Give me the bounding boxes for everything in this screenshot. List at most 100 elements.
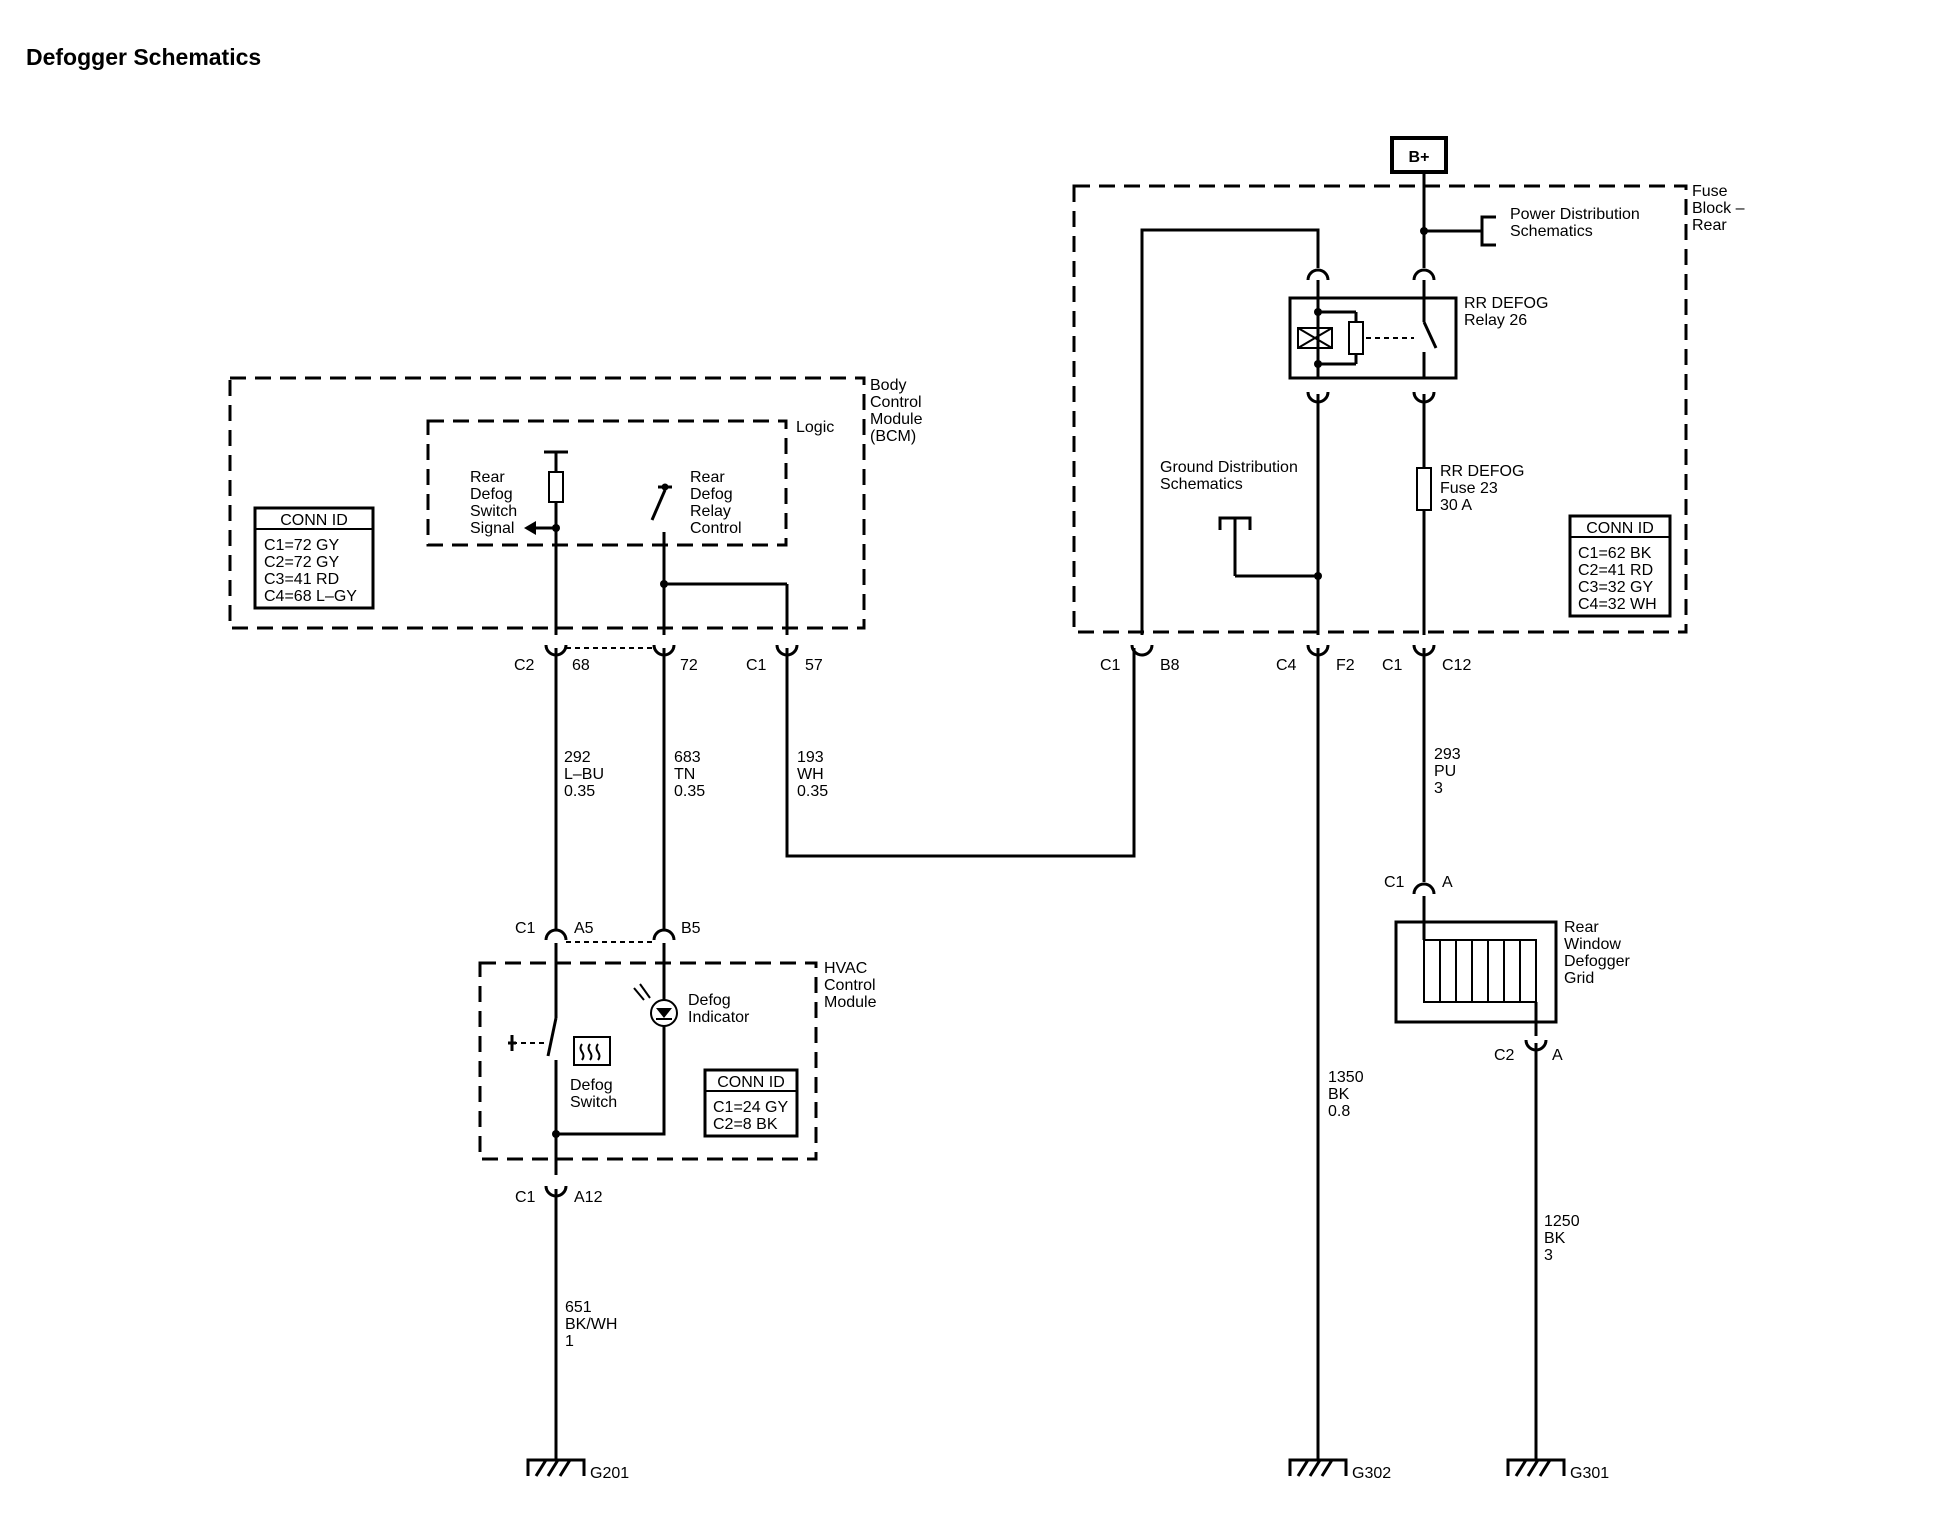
- svg-text:3: 3: [1544, 1247, 1553, 1264]
- svg-text:72: 72: [680, 657, 698, 674]
- svg-text:Defogger: Defogger: [1564, 953, 1630, 970]
- defog-indicator-icon: [552, 943, 678, 1138]
- ground-g301-icon: [1506, 1458, 1566, 1477]
- ground-g302-icon: [1288, 1458, 1348, 1477]
- wire-1350-label: 1350 BK 0.8: [1328, 1069, 1364, 1120]
- svg-text:Relay: Relay: [690, 503, 731, 520]
- bcm-connector-c2-68: C2 68: [514, 644, 590, 674]
- svg-text:CONN ID: CONN ID: [1586, 520, 1654, 537]
- ground-g201-label: G201: [590, 1465, 629, 1482]
- ground-distribution-label: Ground Distribution Schematics: [1160, 459, 1298, 493]
- svg-text:Fuse 23: Fuse 23: [1440, 480, 1498, 497]
- hvac-connector-b5: B5: [652, 920, 701, 941]
- svg-text:F2: F2: [1336, 657, 1355, 674]
- hvac-conn-id-box: CONN ID C1=24 GY C2=8 BK: [703, 1068, 799, 1138]
- svg-text:A5: A5: [574, 920, 594, 937]
- svg-text:Schematics: Schematics: [1160, 476, 1243, 493]
- svg-text:Defog: Defog: [570, 1077, 613, 1094]
- page-title: Defogger Schematics: [26, 44, 262, 70]
- svg-text:CONN ID: CONN ID: [280, 512, 348, 529]
- svg-text:Control: Control: [870, 394, 922, 411]
- svg-text:0.35: 0.35: [674, 783, 705, 800]
- svg-text:C2: C2: [1494, 1047, 1515, 1064]
- svg-text:RR DEFOG: RR DEFOG: [1440, 463, 1524, 480]
- svg-text:Defog: Defog: [688, 992, 731, 1009]
- svg-text:PU: PU: [1434, 763, 1456, 780]
- svg-text:C2=41 RD: C2=41 RD: [1578, 562, 1653, 579]
- svg-text:A12: A12: [574, 1189, 603, 1206]
- svg-text:A: A: [1442, 874, 1453, 891]
- svg-text:Switch: Switch: [570, 1094, 617, 1111]
- svg-text:Block –: Block –: [1692, 200, 1745, 217]
- svg-text:683: 683: [674, 749, 701, 766]
- defog-switch-label: Defog Switch: [570, 1077, 617, 1111]
- svg-text:651: 651: [565, 1299, 592, 1316]
- svg-text:C1: C1: [1382, 657, 1403, 674]
- svg-text:30 A: 30 A: [1440, 497, 1472, 514]
- svg-text:C1=72 GY: C1=72 GY: [264, 537, 339, 554]
- svg-text:C12: C12: [1442, 657, 1471, 674]
- svg-text:Grid: Grid: [1564, 970, 1594, 987]
- bcm-logic-outline: [426, 419, 788, 547]
- svg-text:Ground Distribution: Ground Distribution: [1160, 459, 1298, 476]
- svg-text:L–BU: L–BU: [564, 766, 604, 783]
- svg-text:Fuse: Fuse: [1692, 183, 1728, 200]
- svg-text:C1=24 GY: C1=24 GY: [713, 1099, 788, 1116]
- bcm-connector-72: 72: [652, 644, 698, 674]
- svg-text:193: 193: [797, 749, 824, 766]
- svg-text:RR DEFOG: RR DEFOG: [1464, 295, 1548, 312]
- svg-text:293: 293: [1434, 746, 1461, 763]
- wire-651-label: 651 BK/WH 1: [565, 1299, 617, 1350]
- svg-text:C1: C1: [515, 1189, 536, 1206]
- svg-text:1250: 1250: [1544, 1213, 1580, 1230]
- fuse-block-connector-c1-b8: C1 B8: [1100, 644, 1180, 674]
- ground-g301-label: G301: [1570, 1465, 1609, 1482]
- ground-g201-icon: [526, 1458, 586, 1477]
- wire-193-label: 193 WH 0.35: [797, 749, 828, 800]
- bcm-module-label: Body Control Module (BCM): [870, 377, 923, 445]
- svg-text:Window: Window: [1564, 936, 1621, 953]
- battery-b-plus: B+: [1390, 136, 1448, 174]
- power-distribution-label: Power Distribution Schematics: [1510, 206, 1640, 240]
- rear-defog-relay-control-circuit: [650, 483, 789, 635]
- svg-text:C4=68 L–GY: C4=68 L–GY: [264, 588, 357, 605]
- svg-text:0.35: 0.35: [564, 783, 595, 800]
- svg-text:CONN ID: CONN ID: [717, 1074, 785, 1091]
- defog-switch: [508, 943, 611, 1175]
- ground-g302-label: G302: [1352, 1465, 1391, 1482]
- hvac-module-label: HVAC Control Module: [824, 960, 877, 1011]
- svg-text:TN: TN: [674, 766, 695, 783]
- svg-text:BK/WH: BK/WH: [565, 1316, 617, 1333]
- svg-text:3: 3: [1434, 780, 1443, 797]
- fuse-block-b8-internal-wire: [1140, 228, 1320, 635]
- svg-text:C2: C2: [514, 657, 535, 674]
- rr-defog-fuse-23: [1416, 394, 1432, 635]
- svg-text:Body: Body: [870, 377, 906, 394]
- bcm-module-outline: [228, 376, 866, 630]
- svg-text:68: 68: [572, 657, 590, 674]
- svg-text:Relay 26: Relay 26: [1464, 312, 1527, 329]
- wire-1250-label: 1250 BK 3: [1544, 1213, 1580, 1264]
- svg-text:Defog: Defog: [690, 486, 733, 503]
- rr-defog-relay-26: [1288, 268, 1458, 404]
- svg-text:C1: C1: [1384, 874, 1405, 891]
- rr-defog-fuse-label: RR DEFOG Fuse 23 30 A: [1440, 463, 1524, 514]
- svg-text:Rear: Rear: [1564, 919, 1599, 936]
- svg-text:(BCM): (BCM): [870, 428, 916, 445]
- svg-text:0.35: 0.35: [797, 783, 828, 800]
- grid-connector-c2-a: C2 A: [1494, 1039, 1563, 1064]
- svg-text:0.8: 0.8: [1328, 1103, 1350, 1120]
- svg-text:B8: B8: [1160, 657, 1180, 674]
- fuse-block-conn-id-box: CONN ID C1=62 BK C2=41 RD C3=32 GY C4=32…: [1568, 514, 1672, 618]
- wire-293-label: 293 PU 3: [1434, 746, 1461, 797]
- fuse-block-connector-c4-f2: C4 F2: [1276, 644, 1355, 674]
- svg-text:C4=32 WH: C4=32 WH: [1578, 596, 1657, 613]
- svg-text:Rear: Rear: [470, 469, 505, 486]
- ground-distribution-reference: [1218, 516, 1322, 580]
- defog-indicator-label: Defog Indicator: [688, 992, 750, 1026]
- svg-text:Power Distribution: Power Distribution: [1510, 206, 1640, 223]
- svg-text:Defog: Defog: [470, 486, 513, 503]
- rr-defog-relay-label: RR DEFOG Relay 26: [1464, 295, 1548, 329]
- wire-193: [785, 648, 1136, 858]
